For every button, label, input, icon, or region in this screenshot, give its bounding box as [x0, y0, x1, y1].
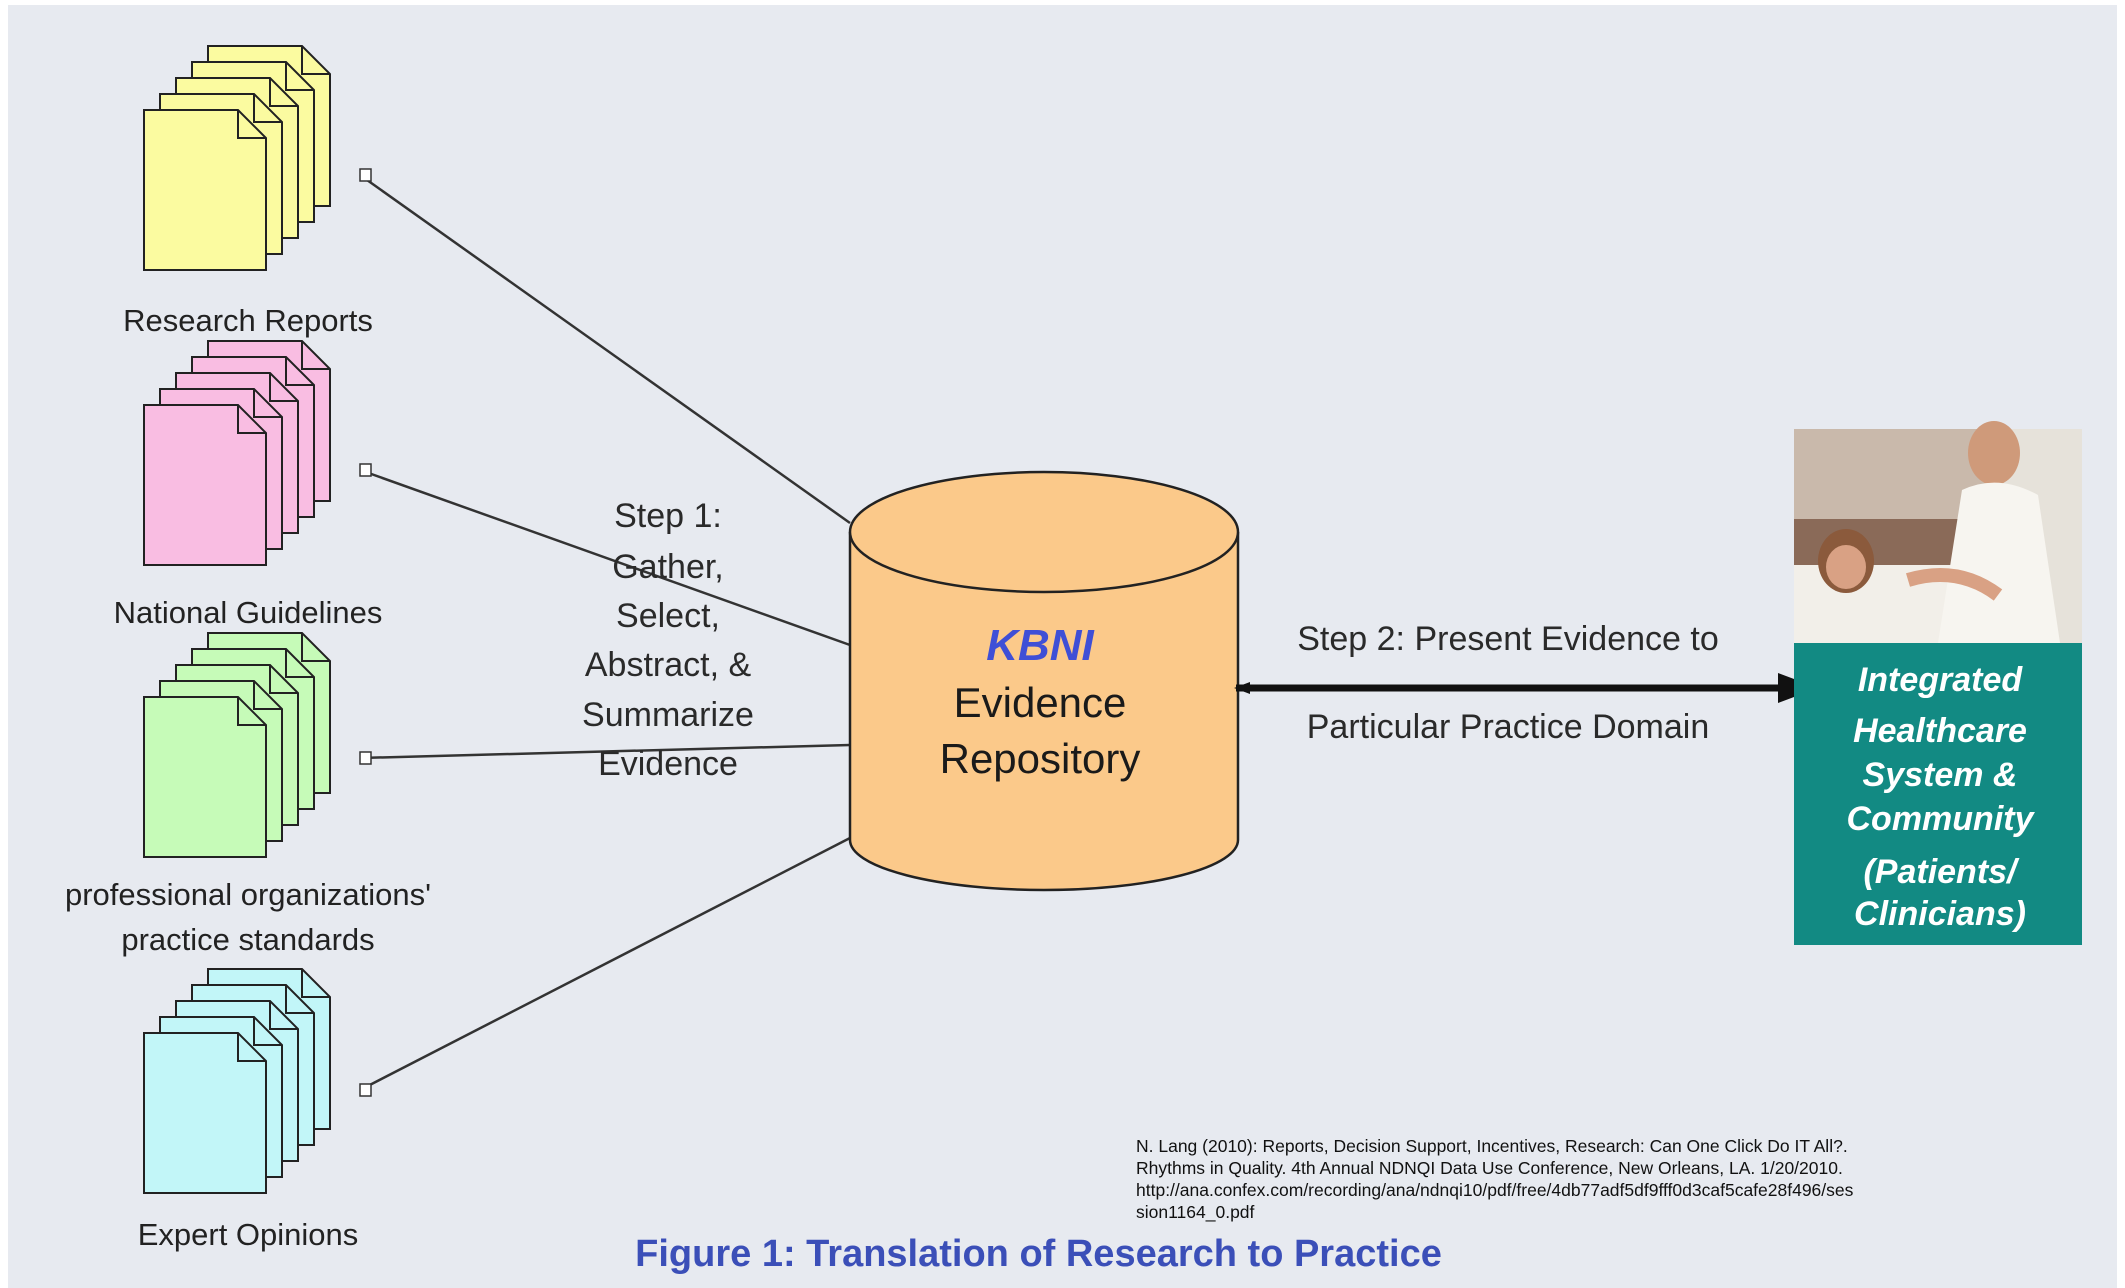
- source-label-research-reports: Research Reports: [123, 303, 373, 338]
- destination-line: Healthcare: [1853, 712, 2027, 750]
- citation-line: N. Lang (2010): Reports, Decision Suppor…: [1136, 1136, 1848, 1156]
- connector-research-reports: [359, 173, 851, 525]
- patient-nurse-photo: [1794, 421, 2082, 643]
- destination-line: Clinicians): [1854, 895, 2026, 933]
- step2-arrow: [1234, 673, 1818, 703]
- citation-note: N. Lang (2010): Reports, Decision Suppor…: [1136, 1135, 2016, 1223]
- source-label-professional-line2: practice standards: [121, 922, 374, 957]
- page-fold-mark: [269, 1001, 298, 1030]
- connector-national-guidelines: [359, 468, 851, 647]
- document-page-icon: [143, 696, 267, 858]
- page-fold-mark: [285, 62, 314, 91]
- destination-line: System &: [1863, 756, 2018, 794]
- document-stack-research-reports: [143, 45, 372, 271]
- repository-title: KBNI: [986, 621, 1094, 670]
- destination-line: (Patients/: [1863, 853, 2020, 891]
- page-fold-mark: [237, 697, 266, 726]
- citation-line: sion1164_0.pdf: [1136, 1202, 1255, 1222]
- page-fold-mark: [285, 649, 314, 678]
- cylinder-body: [848, 532, 1240, 892]
- destination-line: Community: [1847, 800, 2036, 838]
- page-fold-mark: [269, 78, 298, 107]
- diagram-svg: Research Reports National Guidelines pro…: [65, 45, 2082, 1194]
- page-fold-mark: [253, 1017, 282, 1046]
- step1-line: Gather,: [612, 548, 724, 586]
- page-fold-mark: [301, 969, 330, 998]
- document-stack-professional-standards: [143, 632, 372, 858]
- page-fold-mark: [253, 94, 282, 123]
- document-page-icon: [143, 404, 267, 566]
- step1-line: Evidence: [598, 745, 738, 783]
- source-connectors: [359, 173, 851, 1092]
- document-page-icon: [143, 109, 267, 271]
- destination-line: Integrated: [1858, 661, 2024, 699]
- repository-line: Repository: [940, 735, 1141, 782]
- step1-line: Step 1:: [614, 497, 722, 535]
- connector-professional-standards: [359, 743, 851, 760]
- destination-box: Integrated Healthcare System & Community…: [1794, 643, 2082, 945]
- connector-port: [359, 1083, 372, 1097]
- document-page-icon: [143, 1032, 267, 1194]
- page-fold-mark: [253, 681, 282, 710]
- step2-line: Particular Practice Domain: [1307, 708, 1709, 746]
- cylinder-top: [848, 470, 1240, 594]
- evidence-repository-cylinder: KBNI Evidence Repository: [848, 470, 1240, 892]
- page-fold-mark: [237, 1033, 266, 1062]
- document-stack-expert-opinions: [143, 968, 372, 1194]
- document-stack-national-guidelines: [143, 340, 372, 566]
- step1-label: Step 1: Gather, Select, Abstract, & Summ…: [582, 497, 754, 783]
- page-fold-mark: [301, 341, 330, 370]
- step1-line: Summarize: [582, 696, 754, 734]
- figure-caption: Figure 1: Translation of Research to Pra…: [0, 1233, 2109, 1276]
- source-label-professional-line1: professional organizations': [65, 877, 431, 912]
- step1-line: Select,: [616, 597, 720, 635]
- citation-line: Rhythms in Quality. 4th Annual NDNQI Dat…: [1136, 1158, 1843, 1178]
- page-fold-mark: [269, 373, 298, 402]
- connector-expert-opinions: [359, 836, 851, 1092]
- step1-line: Abstract, &: [585, 646, 752, 684]
- connector-port: [359, 168, 372, 182]
- diagram-canvas: Research Reports National Guidelines pro…: [8, 5, 2117, 1288]
- page-fold-mark: [301, 633, 330, 662]
- page-fold-mark: [285, 357, 314, 386]
- source-label-expert-opinions: Expert Opinions: [137, 1217, 359, 1252]
- citation-line: http://ana.confex.com/recording/ana/ndnq…: [1136, 1180, 1854, 1200]
- connector-port: [359, 463, 372, 477]
- page-fold-mark: [269, 665, 298, 694]
- source-label-national-guidelines: National Guidelines: [114, 595, 383, 630]
- source-document-stacks: [143, 45, 372, 1194]
- page-fold-mark: [285, 985, 314, 1014]
- repository-line: Evidence: [954, 679, 1127, 726]
- connector-port: [359, 751, 372, 765]
- page-fold-mark: [237, 110, 266, 139]
- page-fold-mark: [237, 405, 266, 434]
- figure-caption-text: Figure 1: Translation of Research to Pra…: [635, 1233, 1442, 1275]
- page-fold-mark: [253, 389, 282, 418]
- page-fold-mark: [301, 46, 330, 75]
- step2-line: Step 2: Present Evidence to: [1297, 620, 1718, 658]
